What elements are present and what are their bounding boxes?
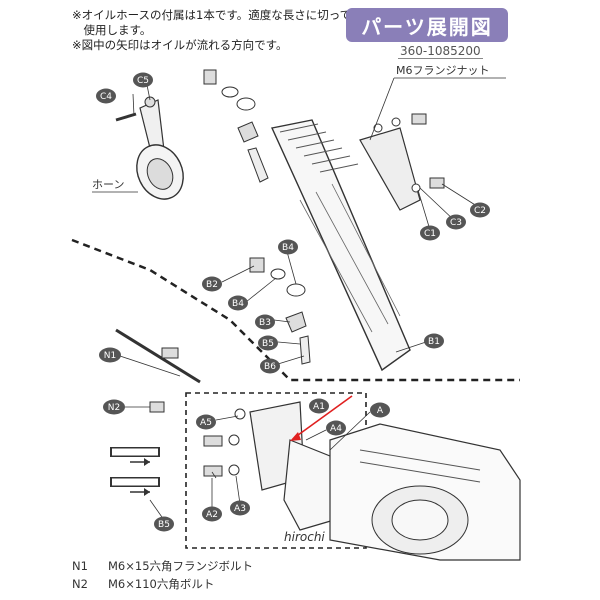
top-fitting bbox=[203, 69, 269, 183]
label-a: A bbox=[370, 402, 390, 418]
label-a2: A2 bbox=[202, 506, 222, 522]
label-a5: A5 bbox=[196, 414, 216, 430]
dashed-divider bbox=[71, 238, 520, 382]
legend-text: M6×15六角フランジボルト bbox=[108, 559, 254, 573]
svg-text:B4: B4 bbox=[282, 243, 294, 253]
legend-text: M6×110六角ボルト bbox=[108, 577, 215, 591]
label-b6: B6 bbox=[260, 358, 280, 374]
dashed-box bbox=[185, 392, 367, 549]
label-n2: N2 bbox=[103, 399, 125, 415]
long-bolt-n1 bbox=[115, 328, 201, 384]
bracket bbox=[203, 401, 335, 531]
svg-text:A2: A2 bbox=[206, 510, 218, 520]
horn-label: ホーン bbox=[92, 178, 124, 191]
m6-flange-nut-label: M6フランジナット bbox=[396, 64, 490, 77]
oil-cooler bbox=[270, 119, 421, 372]
legend-code: N1 bbox=[72, 559, 88, 573]
label-b2: B2 bbox=[202, 276, 222, 292]
svg-text:C2: C2 bbox=[474, 206, 486, 216]
svg-text:B1: B1 bbox=[428, 337, 440, 347]
watermark: hirochi bbox=[284, 530, 325, 544]
svg-text:A4: A4 bbox=[330, 424, 342, 434]
right-hardware bbox=[373, 113, 445, 193]
svg-text:B4: B4 bbox=[232, 299, 244, 309]
svg-text:C1: C1 bbox=[424, 229, 436, 239]
svg-text:B3: B3 bbox=[259, 318, 271, 328]
label-c1: C1 bbox=[420, 225, 440, 241]
legend-row-n1: N1 M6×15六角フランジボルト bbox=[72, 558, 253, 574]
label-c4: C4 bbox=[96, 88, 116, 104]
middle-fitting bbox=[249, 257, 311, 365]
label-a4: A4 bbox=[326, 420, 346, 436]
svg-text:C5: C5 bbox=[137, 76, 149, 86]
label-c2: C2 bbox=[470, 202, 490, 218]
bolt-n2 bbox=[149, 401, 165, 413]
svg-text:N1: N1 bbox=[104, 351, 116, 361]
svg-text:B5: B5 bbox=[158, 520, 170, 530]
label-b5-lower: B5 bbox=[154, 516, 174, 532]
label-b4-top: B4 bbox=[278, 239, 298, 255]
label-a3: A3 bbox=[230, 500, 250, 516]
label-a1: A1 bbox=[309, 398, 329, 414]
note-line-3: ※図中の矢印はオイルが流れる方向です。 bbox=[72, 38, 288, 52]
label-b1: B1 bbox=[424, 333, 444, 349]
engine bbox=[329, 423, 521, 561]
svg-text:C4: C4 bbox=[100, 92, 112, 102]
svg-text:C3: C3 bbox=[450, 218, 462, 228]
part-number: 360-1085200 bbox=[398, 44, 483, 59]
label-c3: C3 bbox=[446, 214, 466, 230]
label-c5: C5 bbox=[133, 72, 153, 88]
oil-flow-arrow bbox=[293, 395, 353, 439]
label-n1: N1 bbox=[99, 347, 121, 363]
label-b4-bottom: B4 bbox=[228, 295, 248, 311]
note-line-1: ※オイルホースの付属は1本です。適度な長さに切って bbox=[72, 8, 352, 22]
svg-text:N2: N2 bbox=[108, 403, 120, 413]
note-line-2: 使用します。 bbox=[72, 23, 152, 37]
svg-text:A: A bbox=[377, 406, 384, 416]
legend-row-n2: N2 M6×110六角ボルト bbox=[72, 576, 214, 592]
label-b5: B5 bbox=[258, 335, 278, 351]
title-badge: パーツ展開図 bbox=[346, 8, 508, 42]
svg-text:B2: B2 bbox=[206, 280, 218, 290]
svg-text:A5: A5 bbox=[200, 418, 212, 428]
horn bbox=[115, 96, 184, 200]
svg-text:B5: B5 bbox=[262, 339, 274, 349]
svg-text:A3: A3 bbox=[234, 504, 246, 514]
legend-code: N2 bbox=[72, 577, 88, 591]
label-b3: B3 bbox=[255, 314, 275, 330]
svg-text:A1: A1 bbox=[313, 402, 325, 412]
svg-text:B6: B6 bbox=[264, 362, 276, 372]
